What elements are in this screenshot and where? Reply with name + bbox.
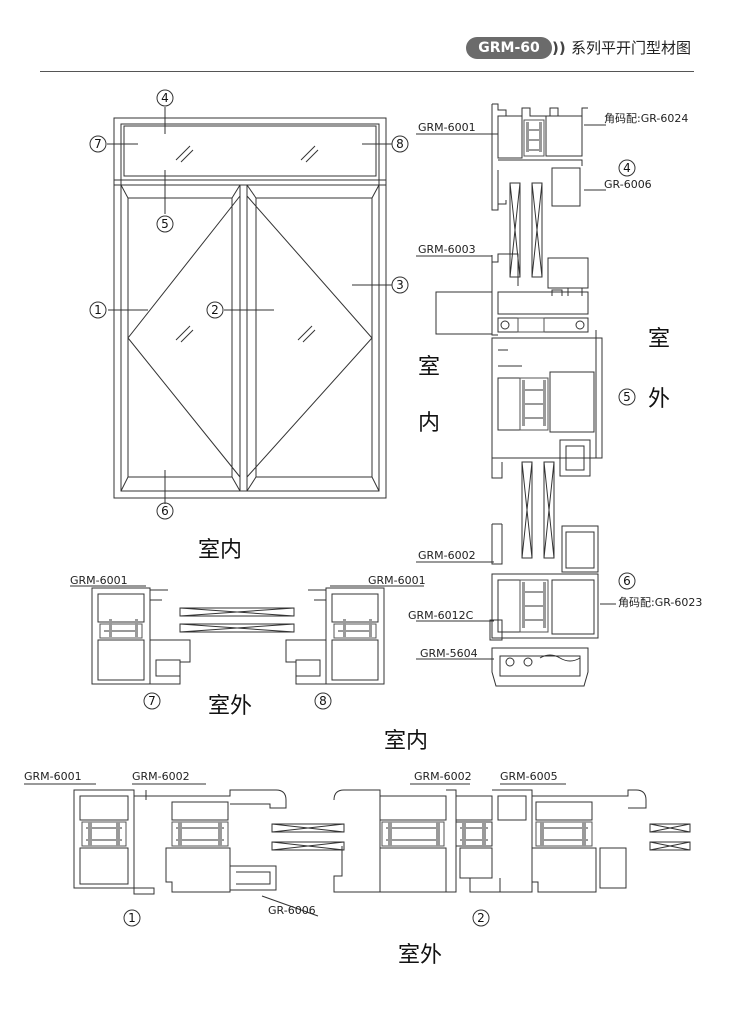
leaf-horizontal-section bbox=[24, 783, 691, 917]
label-corner-gr-6023: 角码配:GR-6023 bbox=[618, 596, 702, 609]
label-corner-gr-6024: 角码配:GR-6024 bbox=[604, 112, 688, 125]
callout-2: 2 bbox=[211, 303, 219, 317]
chevron-right-icon: )) bbox=[552, 39, 566, 57]
vertical-section bbox=[416, 103, 616, 687]
indoor-label-elevation: 室内 bbox=[198, 538, 242, 563]
section-callout-4: 4 bbox=[623, 161, 631, 175]
label-grm-6001-right: GRM-6001 bbox=[368, 574, 426, 587]
label-grm-6002-bottom-left: GRM-6002 bbox=[132, 770, 190, 783]
section-callout-7: 7 bbox=[148, 694, 156, 708]
indoor-shi-label: 室 bbox=[418, 355, 440, 380]
callout-6: 6 bbox=[161, 504, 169, 518]
label-gr-6006-horizontal: GR-6006 bbox=[268, 904, 316, 917]
label-grm-5604: GRM-5604 bbox=[420, 647, 478, 660]
label-gr-6006-vertical: GR-6006 bbox=[604, 178, 652, 191]
label-grm-6001-left: GRM-6001 bbox=[70, 574, 128, 587]
label-grm-6002-vertical: GRM-6002 bbox=[418, 549, 476, 562]
section-callout-8: 8 bbox=[319, 694, 327, 708]
outdoor-wai-label: 外 bbox=[648, 387, 670, 412]
callout-5: 5 bbox=[161, 217, 169, 231]
callout-1: 1 bbox=[94, 303, 102, 317]
indoor-label-middle: 室内 bbox=[384, 729, 428, 754]
section-callout-2: 2 bbox=[477, 911, 485, 925]
section-callout-6: 6 bbox=[623, 574, 631, 588]
section-callout-1: 1 bbox=[128, 911, 136, 925]
section-callout-5: 5 bbox=[623, 390, 631, 404]
callout-4: 4 bbox=[161, 91, 169, 105]
series-badge: GRM-60 bbox=[466, 37, 552, 59]
indoor-nei-label: 内 bbox=[418, 411, 440, 436]
callout-8: 8 bbox=[396, 137, 404, 151]
outdoor-label-transom: 室外 bbox=[208, 694, 252, 719]
page-title: 系列平开门型材图 bbox=[571, 39, 692, 57]
page-header: GRM-60 )) 系列平开门型材图 bbox=[0, 0, 737, 72]
label-grm-6002-bottom-right: GRM-6002 bbox=[414, 770, 472, 783]
transom-horizontal-section bbox=[70, 585, 424, 685]
label-grm-6005: GRM-6005 bbox=[500, 770, 558, 783]
outdoor-label-bottom: 室外 bbox=[398, 943, 442, 968]
callout-3: 3 bbox=[396, 278, 404, 292]
door-elevation bbox=[107, 107, 392, 504]
label-grm-6003: GRM-6003 bbox=[418, 243, 476, 256]
outdoor-shi-label: 室 bbox=[648, 327, 670, 352]
label-grm-6012c: GRM-6012C bbox=[408, 609, 474, 622]
header-divider bbox=[40, 71, 694, 72]
label-grm-6001-top: GRM-6001 bbox=[418, 121, 476, 134]
callout-7: 7 bbox=[94, 137, 102, 151]
label-grm-6001-bottom: GRM-6001 bbox=[24, 770, 82, 783]
